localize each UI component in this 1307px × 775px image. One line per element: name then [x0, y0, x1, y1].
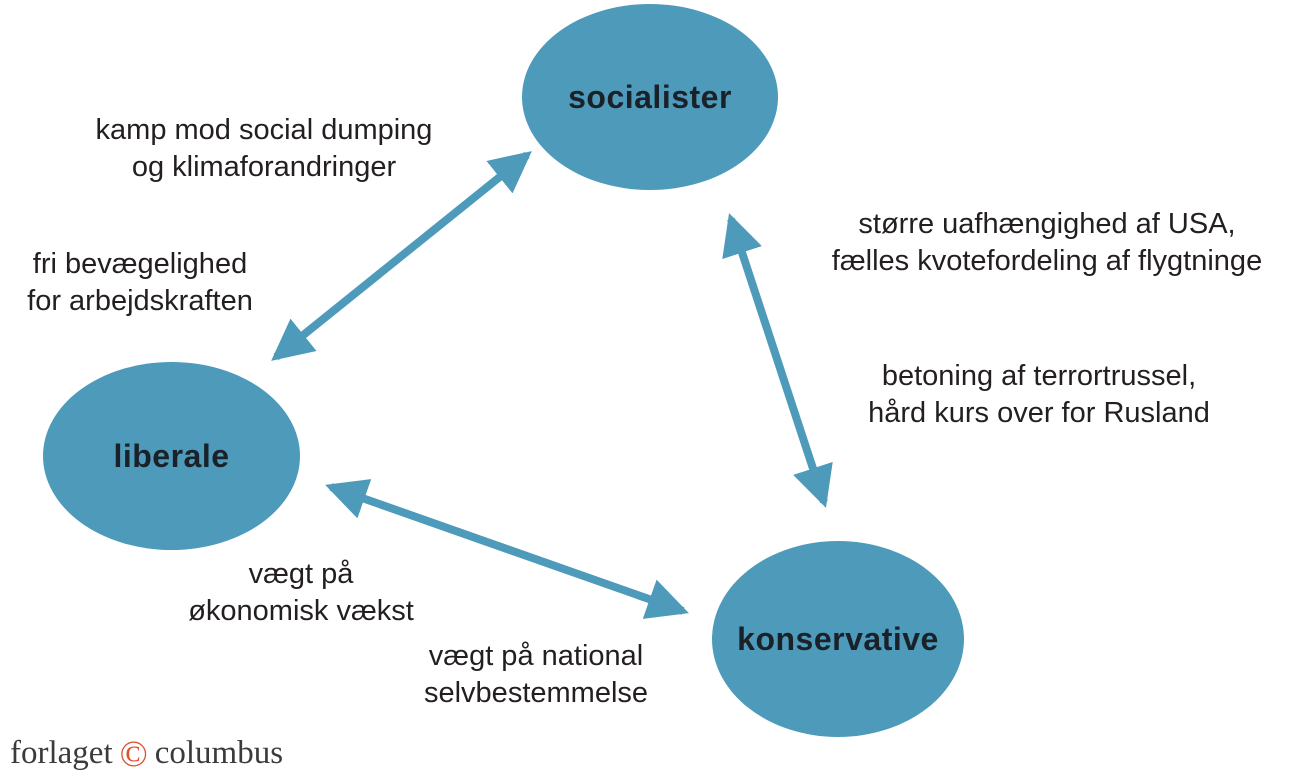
node-konservative: konservative — [712, 541, 964, 737]
arrow-liberale-socialister — [271, 151, 532, 361]
copyright-icon: © — [119, 734, 148, 775]
edge-label-fri-bevaegelighed: fri bevægelighed for arbejdskraften — [27, 248, 253, 317]
publisher-name-right: columbus — [154, 735, 284, 771]
node-socialister: socialister — [522, 4, 778, 190]
edge-label-uafhaengighed-usa: større uafhængighed af USA, fælles kvote… — [831, 208, 1263, 277]
node-liberale: liberale — [43, 362, 300, 550]
edge-label-national-selvbestemmelse: vægt på national selvbestemmelse — [423, 640, 649, 709]
node-socialister-label: socialister — [568, 78, 732, 115]
edge-label-oekonomisk-vaekst: vægt på økonomisk vækst — [188, 558, 414, 627]
edge-label-social-dumping: kamp mod social dumping og klimaforandri… — [95, 114, 433, 183]
node-konservative-label: konservative — [737, 620, 939, 657]
publisher-name-left: forlaget — [10, 735, 113, 771]
arrow-socialister-konservative — [722, 213, 833, 508]
edge-label-terrortrussel: betoning af terrortrussel, hård kurs ove… — [868, 360, 1210, 429]
node-liberale-label: liberale — [113, 437, 230, 474]
arrow-liberale-konservative — [325, 479, 689, 619]
publisher-logo: forlaget © columbus — [10, 734, 284, 775]
